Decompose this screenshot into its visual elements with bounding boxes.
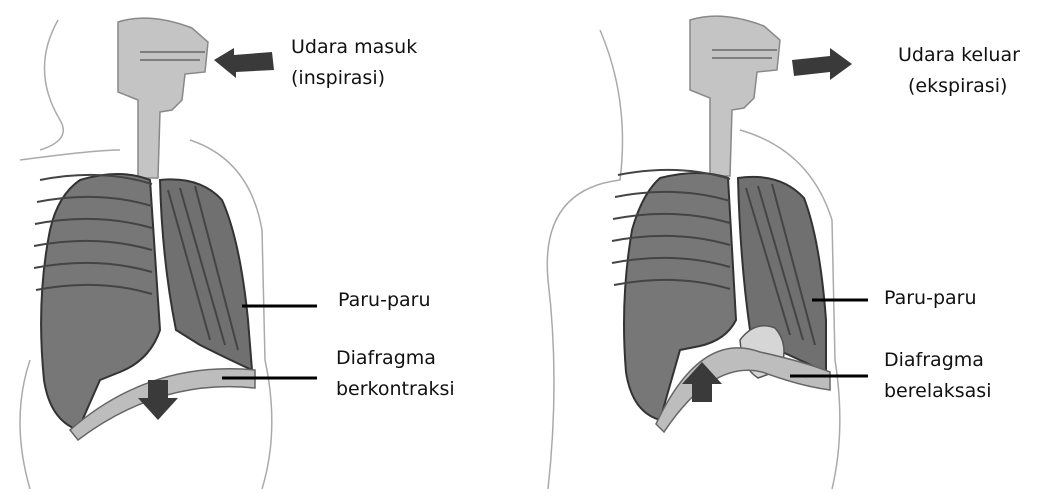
air-out-label-line2: (ekspirasi) [898,71,1020,102]
body-outline-left [20,20,120,160]
diaphragm-label-left: Diafragma berkontraksi [336,343,455,405]
lungs-label-right: Paru-paru [884,283,977,314]
air-out-label: Udara keluar (ekspirasi) [898,40,1020,102]
expiration-figure [547,16,868,489]
diaphragm-label-right: Diafragma berelaksasi [884,345,991,407]
airway-right [690,16,780,176]
lungs-label-left: Paru-paru [338,285,431,316]
air-out-arrow-icon [792,48,852,80]
air-in-label: Udara masuk (inspirasi) [291,32,417,94]
diaphragm-label-left-line1: Diafragma [336,343,455,374]
air-out-label-line1: Udara keluar [898,40,1020,71]
body-outline-right [547,30,622,489]
diaphragm-label-right-line2: berelaksasi [884,376,991,407]
air-in-label-line2: (inspirasi) [291,63,417,94]
air-in-label-line1: Udara masuk [291,32,417,63]
diaphragm-label-left-line2: berkontraksi [336,374,455,405]
diaphragm-label-right-line1: Diafragma [884,345,991,376]
inspiration-figure [20,18,317,489]
airway-left [118,18,208,178]
air-in-arrow-icon [214,48,274,78]
